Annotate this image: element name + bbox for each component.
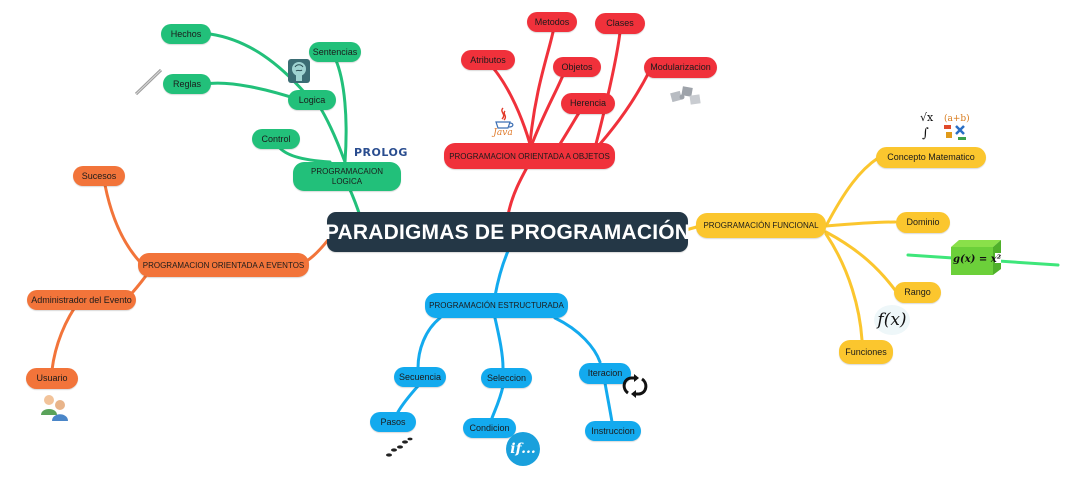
if-icon: if... xyxy=(506,432,540,466)
puzzle-icon xyxy=(668,82,704,108)
users-icon xyxy=(37,393,71,423)
node-instruccion[interactable]: Instruccion xyxy=(585,421,641,441)
node-seleccion[interactable]: Seleccion xyxy=(481,368,532,388)
node-logica[interactable]: Logica xyxy=(288,90,336,110)
link-structured xyxy=(493,249,510,298)
svg-text:√x: √x xyxy=(920,111,934,124)
node-reglas[interactable]: Reglas xyxy=(163,74,211,94)
node-funciones[interactable]: Funciones xyxy=(839,340,893,364)
branch-events[interactable]: PROGRAMACION ORIENTADA A EVENTOS xyxy=(138,253,309,277)
node-usuario[interactable]: Usuario xyxy=(26,368,78,389)
node-herencia[interactable]: Herencia xyxy=(561,93,615,114)
function-box-icon: g(x) = x² xyxy=(945,237,1015,277)
node-pasos[interactable]: Pasos xyxy=(370,412,416,432)
node-atributos[interactable]: Atributos xyxy=(461,50,515,70)
node-sucesos[interactable]: Sucesos xyxy=(73,166,125,186)
branch-functional[interactable]: PROGRAMACIÓN FUNCIONAL xyxy=(696,213,826,238)
prolog-logo-text: PROLOG xyxy=(354,146,408,159)
node-metodos[interactable]: Metodos xyxy=(527,12,577,32)
node-dominio[interactable]: Dominio xyxy=(896,212,950,233)
node-control[interactable]: Control xyxy=(252,129,300,149)
central-topic[interactable]: PARADIGMAS DE PROGRAMACIÓN xyxy=(325,212,690,252)
fx-icon-label: f(x) xyxy=(877,310,907,330)
node-condicion[interactable]: Condicion xyxy=(463,418,516,438)
branch-structured[interactable]: PROGRAMACIÓN ESTRUCTURADA xyxy=(425,293,568,318)
java-icon: Java xyxy=(491,106,515,140)
math-symbols-icon: √x ∫ (a+b) xyxy=(918,110,972,142)
node-administrador-del-evento[interactable]: Administrador del Evento xyxy=(27,290,136,310)
svg-text:∫: ∫ xyxy=(922,126,929,141)
brain-icon xyxy=(287,58,311,84)
loop-arrows-icon xyxy=(620,373,650,399)
node-concepto-matematico[interactable]: Concepto Matematico xyxy=(876,147,986,168)
pencil-icon xyxy=(133,67,165,97)
prolog-logo-icon: PROLOG xyxy=(354,143,412,161)
node-sentencias[interactable]: Sentencias xyxy=(309,42,361,62)
if-icon-label: if... xyxy=(510,441,536,457)
branch-logic[interactable]: PROGRAMACAION LOGICA xyxy=(293,162,401,191)
node-hechos[interactable]: Hechos xyxy=(161,24,211,44)
java-label: Java xyxy=(493,128,513,138)
svg-text:(a+b): (a+b) xyxy=(944,113,970,124)
link-oop xyxy=(506,160,532,217)
node-objetos[interactable]: Objetos xyxy=(553,57,601,77)
function-formula: g(x) = x² xyxy=(953,254,1002,265)
fx-icon: f(x) xyxy=(874,305,910,335)
node-clases[interactable]: Clases xyxy=(595,13,645,34)
node-modularizacion[interactable]: Modularizacion xyxy=(644,57,717,78)
footsteps-icon xyxy=(383,435,413,459)
node-iteracion[interactable]: Iteracion xyxy=(579,363,631,384)
node-rango[interactable]: Rango xyxy=(894,282,941,303)
branch-oop[interactable]: PROGRAMACION ORIENTADA A OBJETOS xyxy=(444,143,615,169)
node-secuencia[interactable]: Secuencia xyxy=(394,367,446,387)
